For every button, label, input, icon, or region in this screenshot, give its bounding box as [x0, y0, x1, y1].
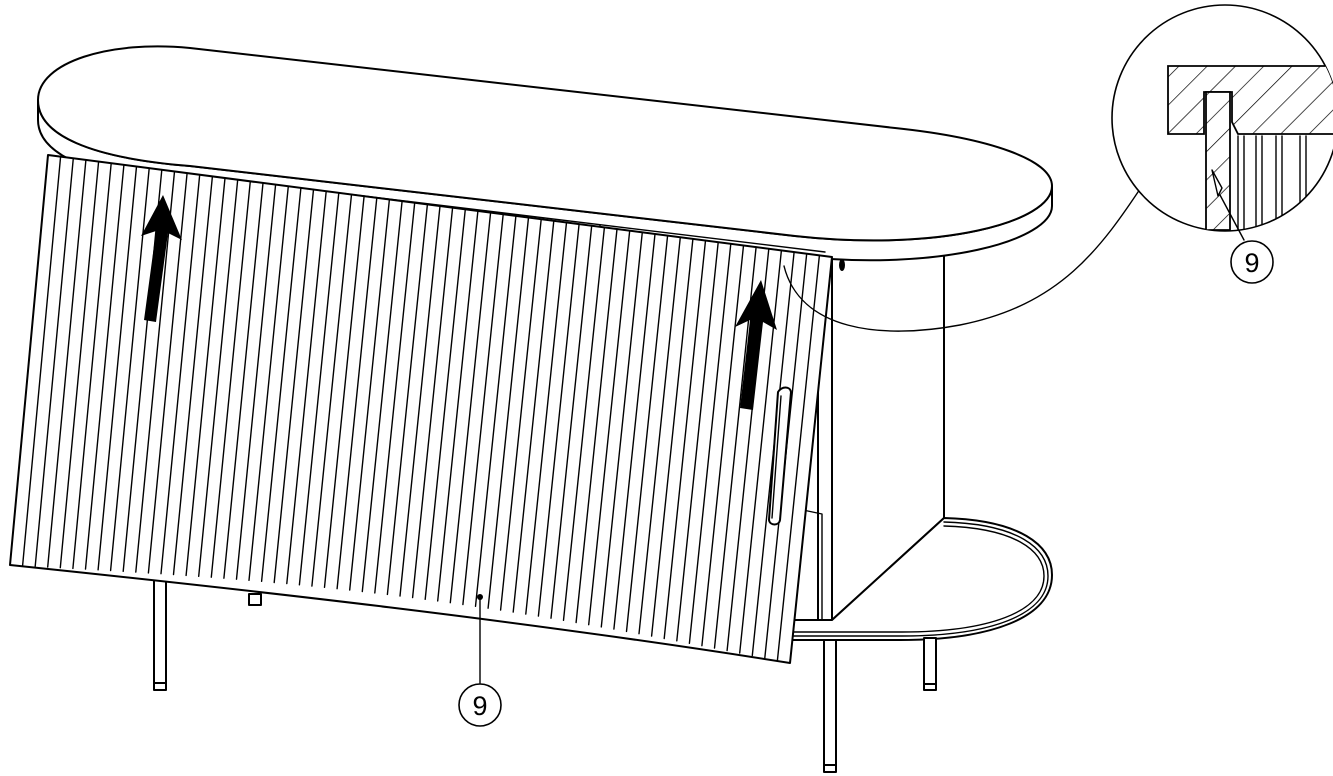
callout-detail-label: 9 [1244, 248, 1259, 278]
door-rib [625, 234, 669, 633]
door-rib [160, 173, 201, 575]
door-rib [34, 157, 75, 567]
door-rib [650, 238, 694, 637]
door-rib [437, 210, 479, 602]
door-rib [374, 201, 416, 594]
door-rib [273, 188, 315, 584]
door-rib [147, 172, 188, 574]
door-rib [600, 231, 643, 628]
detail-magnifier [783, 4, 1333, 332]
door-rib [336, 197, 378, 590]
door-rib [411, 206, 454, 599]
door-rib [638, 236, 681, 635]
door-rib [298, 192, 340, 586]
door-rib [235, 183, 277, 580]
door-rib [399, 205, 441, 597]
leg-back-right [923, 637, 937, 691]
door-rib [386, 203, 429, 596]
door-rib [462, 213, 504, 606]
door-rib [59, 160, 100, 569]
door-rib [197, 178, 239, 577]
door-rib [248, 185, 289, 581]
door-rib [97, 165, 138, 571]
door-rib [575, 228, 618, 624]
door-rib [701, 244, 745, 647]
door-rib [210, 180, 252, 578]
door-rib [676, 241, 719, 642]
door-rib [260, 187, 302, 582]
door-rib [361, 200, 403, 593]
door-rib [172, 175, 214, 576]
door-rib [474, 215, 517, 607]
door-rib [47, 159, 87, 568]
door-rib [72, 162, 112, 570]
up-arrow-right [735, 280, 777, 410]
door-rib [185, 177, 226, 577]
leg-front-right [823, 639, 837, 773]
up-arrows [141, 195, 777, 410]
bottom-shelf [789, 517, 1053, 641]
door-rib [688, 243, 732, 644]
door-rib [223, 182, 264, 579]
up-arrow-left [141, 195, 182, 322]
door-rib [512, 220, 555, 613]
door-rib [286, 190, 327, 585]
door-rib [663, 239, 707, 640]
door-rib [739, 249, 783, 654]
door-rib [424, 208, 466, 600]
leg-front-left [153, 579, 167, 691]
leg-back-left [248, 593, 262, 606]
door-rib [776, 254, 821, 662]
door-rib [537, 223, 580, 617]
door-rib [21, 155, 62, 567]
door-rib [487, 216, 530, 609]
tambour-door [9, 154, 833, 664]
door-rib [323, 195, 365, 588]
door-rib [135, 170, 176, 573]
callout-detail: 9 [1230, 240, 1274, 284]
door-rib [449, 211, 492, 604]
door-rib [613, 233, 656, 630]
door-ribs [21, 155, 821, 662]
door-rib [562, 226, 606, 621]
callout-main: 9 [458, 596, 502, 727]
door-rib [525, 221, 568, 615]
door-rib [311, 193, 353, 587]
door-rib [550, 224, 593, 619]
door-rib [349, 198, 391, 591]
legs [153, 579, 937, 773]
callout-main-label: 9 [472, 691, 487, 721]
door-rib [84, 164, 125, 570]
door-rib [499, 218, 542, 611]
door-rib [588, 229, 631, 626]
